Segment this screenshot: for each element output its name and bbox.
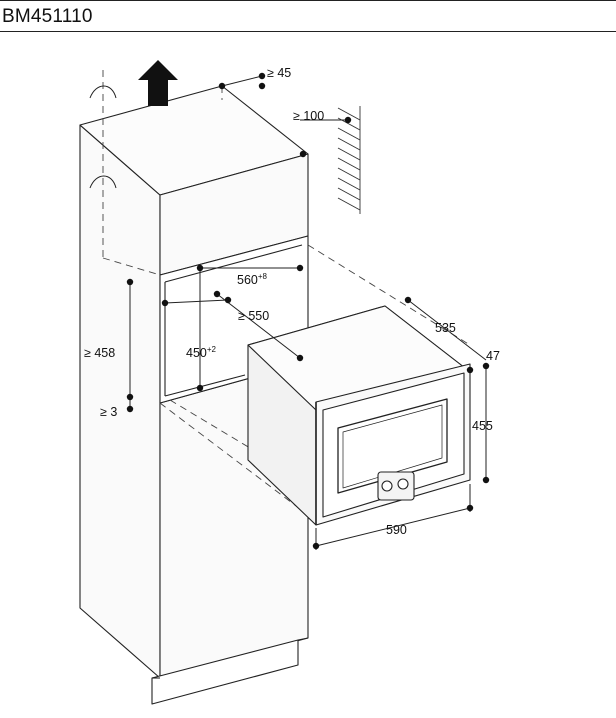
wall-hatch — [337, 106, 361, 214]
appliance-depth-label: 535 — [435, 321, 456, 335]
dimension-labels: ≥ 45 ≥ 100 560+8 ≥ 550 450+2 ≥ 458 ≥ 3 5… — [84, 66, 500, 537]
oven-window — [337, 398, 448, 494]
bottom-gap-label: ≥ 3 — [100, 405, 117, 419]
dimension-lines — [129, 75, 487, 550]
niche-height-label: 450+2 — [186, 345, 217, 360]
model-header: BM451110 — [0, 0, 616, 32]
niche-width-label: 560+8 — [237, 272, 268, 287]
back-gap-label: ≥ 100 — [293, 109, 324, 123]
appliance-width-label: 590 — [386, 523, 407, 537]
dimension-points — [126, 72, 490, 550]
airflow-arrow-icon — [138, 60, 178, 106]
vent-swirl-icon — [89, 85, 117, 99]
oven-window-inner — [342, 404, 443, 489]
cabinet-left-side — [79, 124, 161, 679]
appliance-height-label: 455 — [472, 419, 493, 433]
control-knob-right — [397, 478, 409, 490]
appliance — [247, 305, 471, 526]
front-depth-label: 47 — [486, 349, 500, 363]
top-rule — [0, 0, 616, 1]
header-rule — [0, 31, 616, 32]
vent-swirl-icon — [89, 175, 117, 189]
plinth — [151, 639, 299, 705]
cabinet-height-label: ≥ 458 — [84, 346, 115, 360]
vent-marks — [89, 85, 117, 189]
top-gap-label: ≥ 45 — [267, 66, 291, 80]
model-number: BM451110 — [2, 6, 93, 27]
niche-depth-label: ≥ 550 — [238, 309, 269, 323]
control-knob-left — [381, 480, 393, 492]
